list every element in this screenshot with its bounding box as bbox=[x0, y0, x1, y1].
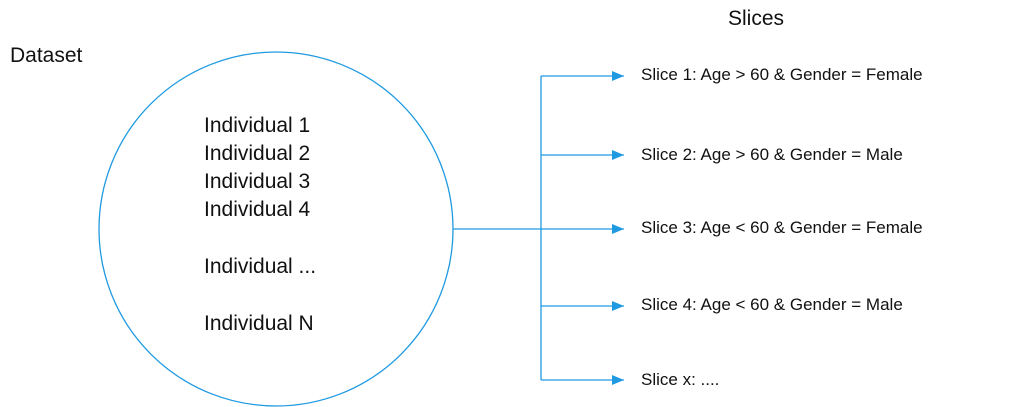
slice-label-2: Slice 2: Age > 60 & Gender = Male bbox=[641, 145, 903, 164]
dataset-label: Dataset bbox=[10, 44, 83, 67]
individual-item: Individual 4 bbox=[204, 198, 311, 221]
slice-label-4: Slice 4: Age < 60 & Gender = Male bbox=[641, 295, 903, 314]
slice-label-3: Slice 3: Age < 60 & Gender = Female bbox=[641, 218, 923, 237]
slices-label: Slices bbox=[728, 7, 785, 30]
individual-item: Individual N bbox=[204, 312, 314, 335]
slice-label-x: Slice x: .... bbox=[641, 370, 720, 389]
dataset-circle bbox=[98, 51, 454, 407]
slice-label-1: Slice 1: Age > 60 & Gender = Female bbox=[641, 65, 923, 84]
individual-item: Individual ... bbox=[204, 255, 317, 278]
individual-item: Individual 2 bbox=[204, 142, 311, 165]
individual-item: Individual 1 bbox=[204, 114, 311, 137]
individual-item: Individual 3 bbox=[204, 170, 311, 193]
